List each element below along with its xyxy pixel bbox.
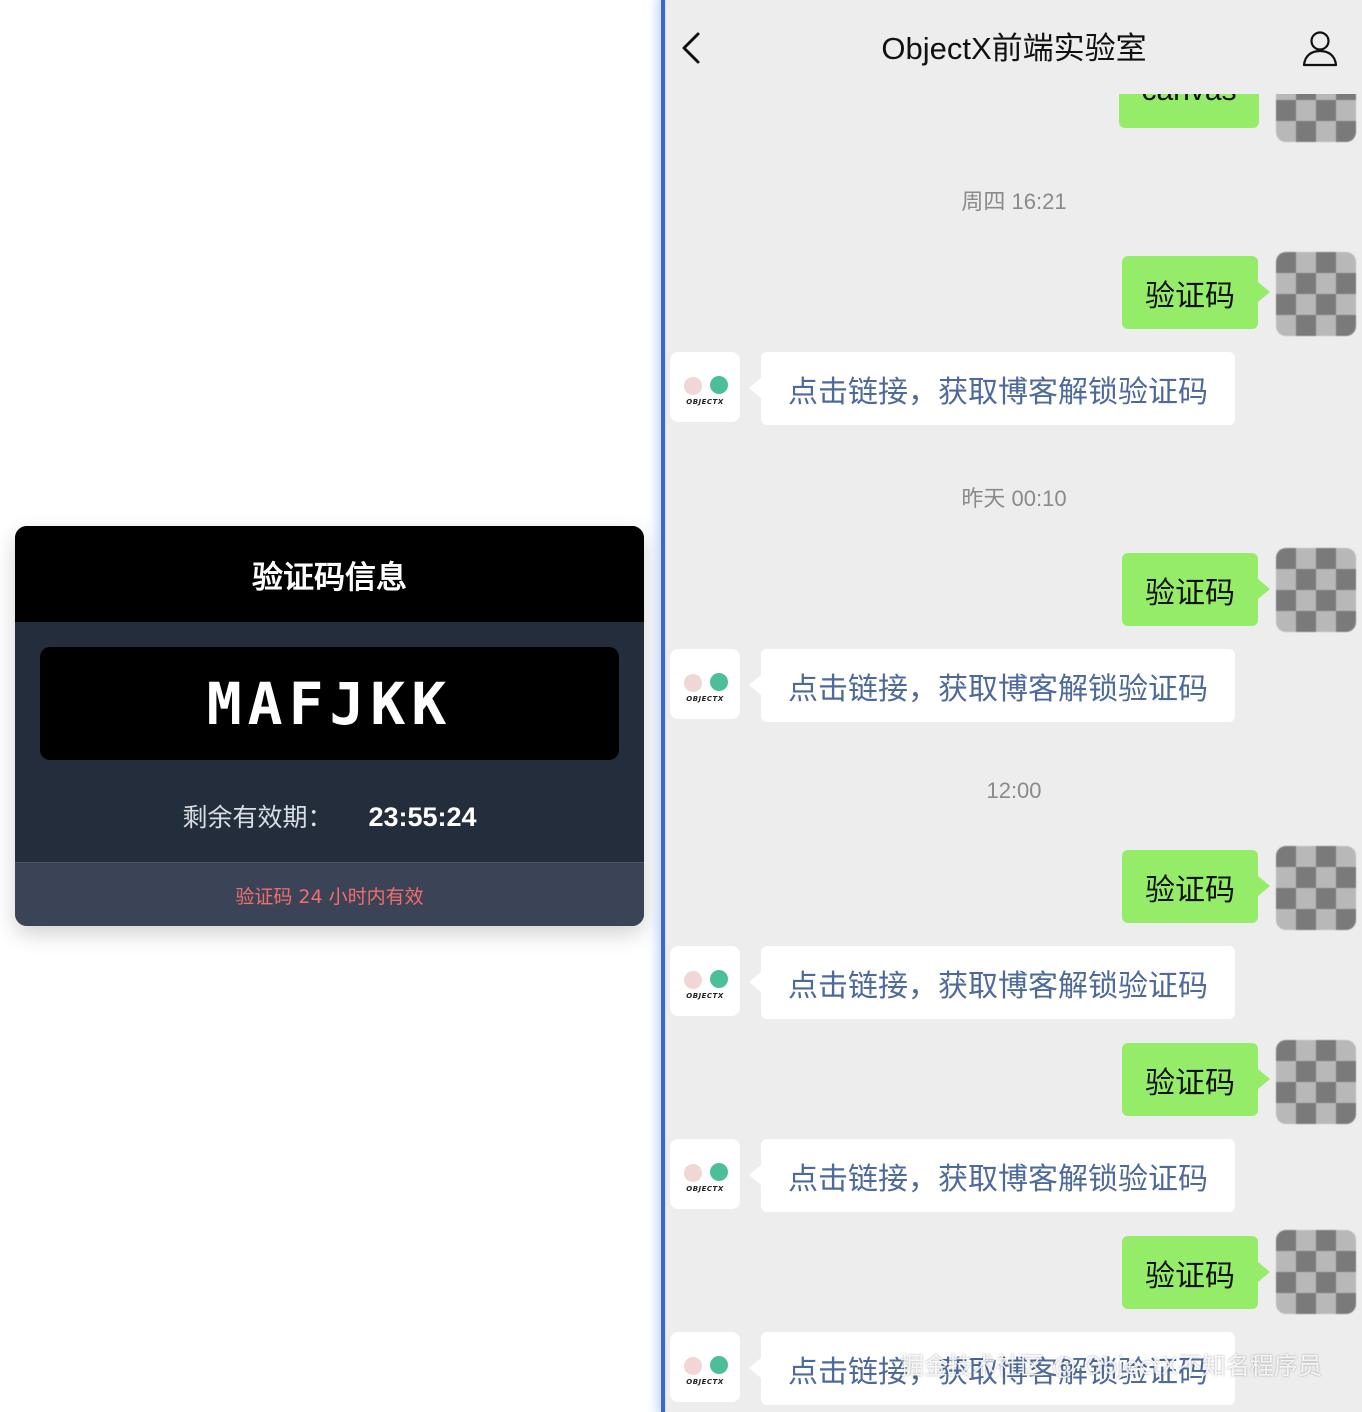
chat-header: ObjectX前端实验室 bbox=[666, 0, 1362, 94]
watermark: 掘金技术社区 @ ObjectX不知名程序员 bbox=[900, 1352, 1322, 1380]
avatar-dot-icon bbox=[710, 1356, 728, 1374]
user-message-bubble[interactable]: 验证码 bbox=[1122, 1236, 1270, 1309]
user-avatar[interactable] bbox=[1276, 548, 1356, 632]
bot-reply-link[interactable]: 点击链接，获取博客解锁验证码 bbox=[749, 352, 1235, 425]
bot-avatar[interactable]: OBJECTX bbox=[670, 352, 740, 422]
avatar-dot-icon bbox=[710, 673, 728, 691]
user-message-bubble[interactable]: 验证码 bbox=[1122, 1043, 1270, 1116]
user-avatar[interactable] bbox=[1276, 1230, 1356, 1314]
avatar-dot-icon bbox=[684, 1164, 702, 1182]
bot-reply-link[interactable]: 点击链接，获取博客解锁验证码 bbox=[749, 1139, 1235, 1212]
back-chevron-icon[interactable] bbox=[676, 30, 706, 66]
user-avatar[interactable] bbox=[1276, 846, 1356, 930]
timestamp: 昨天 00:10 bbox=[961, 486, 1067, 511]
validity-row: 剩余有效期： 23:55:24 bbox=[15, 798, 644, 834]
user-message-bubble[interactable]: 验证码 bbox=[1122, 553, 1270, 626]
profile-icon[interactable] bbox=[1300, 28, 1340, 68]
bot-avatar-logo: OBJECTX bbox=[686, 1378, 724, 1386]
avatar-dot-icon bbox=[684, 1357, 702, 1375]
bot-avatar-logo: OBJECTX bbox=[686, 992, 724, 1000]
avatar-dot-icon bbox=[710, 1163, 728, 1181]
panel-divider bbox=[661, 0, 665, 1412]
validity-label: 剩余有效期： bbox=[182, 803, 333, 832]
validity-countdown: 23:55:24 bbox=[368, 802, 477, 832]
user-avatar[interactable] bbox=[1276, 1040, 1356, 1124]
bot-reply-link[interactable]: 点击链接，获取博客解锁验证码 bbox=[749, 649, 1235, 722]
avatar-dot-icon bbox=[710, 970, 728, 988]
avatar-dot-icon bbox=[684, 377, 702, 395]
user-message-bubble[interactable]: 验证码 bbox=[1122, 256, 1270, 329]
bot-reply-link[interactable]: 点击链接，获取博客解锁验证码 bbox=[749, 1332, 1235, 1405]
avatar-dot-icon bbox=[684, 971, 702, 989]
bot-avatar-logo: OBJECTX bbox=[686, 398, 724, 406]
avatar-dot-icon bbox=[710, 376, 728, 394]
verification-card: 验证码信息 MAFJKK 剩余有效期： 23:55:24 验证码 24 小时内有… bbox=[15, 526, 644, 926]
user-message-bubble[interactable]: 验证码 bbox=[1122, 850, 1270, 923]
avatar-dot-icon bbox=[684, 674, 702, 692]
bot-avatar[interactable]: OBJECTX bbox=[670, 1139, 740, 1209]
bot-avatar[interactable]: OBJECTX bbox=[670, 649, 740, 719]
bot-avatar-logo: OBJECTX bbox=[686, 695, 724, 703]
bot-avatar[interactable]: OBJECTX bbox=[670, 1332, 740, 1402]
card-footer-note: 验证码 24 小时内有效 bbox=[15, 862, 644, 926]
bot-avatar-logo: OBJECTX bbox=[686, 1185, 724, 1193]
bot-reply-link[interactable]: 点击链接，获取博客解锁验证码 bbox=[749, 946, 1235, 1019]
user-avatar[interactable] bbox=[1276, 252, 1356, 336]
timestamp: 12:00 bbox=[986, 778, 1042, 803]
chat-window: ObjectX前端实验室 canvas 周四 16:21 验证码 OBJECTX… bbox=[666, 0, 1362, 1412]
bot-avatar[interactable]: OBJECTX bbox=[670, 946, 740, 1016]
chat-title: ObjectX前端实验室 bbox=[881, 30, 1147, 66]
card-title: 验证码信息 bbox=[15, 526, 644, 622]
verification-code: MAFJKK bbox=[40, 647, 619, 760]
timestamp: 周四 16:21 bbox=[961, 189, 1067, 214]
